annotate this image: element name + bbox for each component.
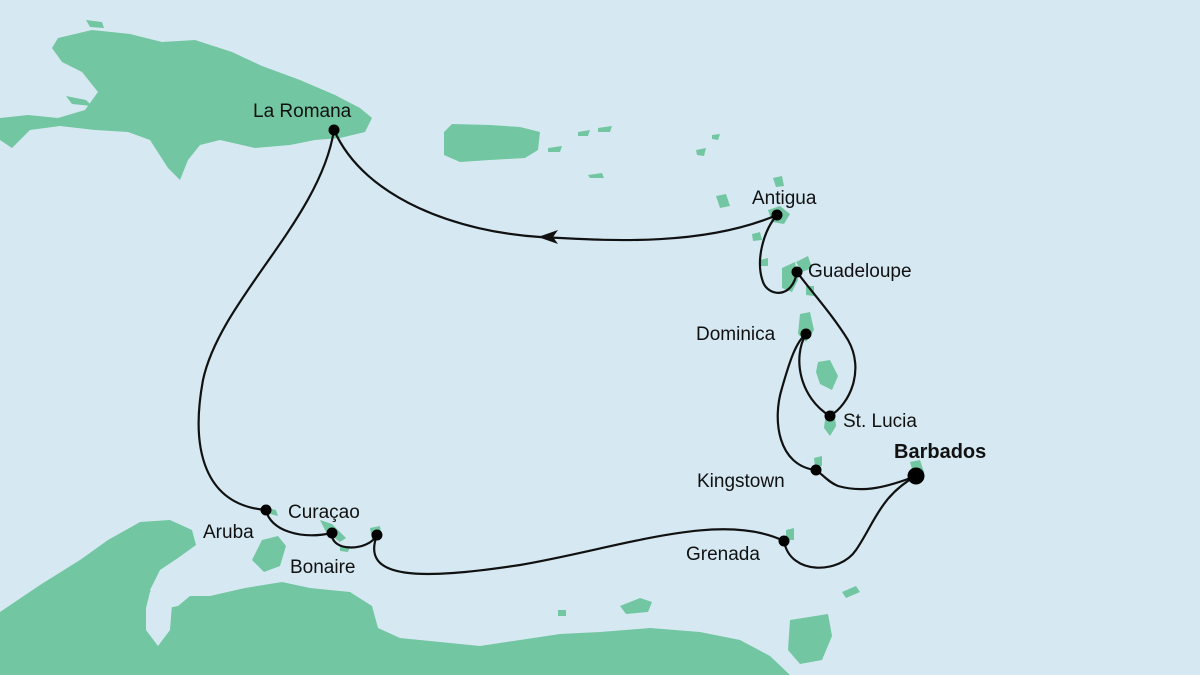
port-dot-curacao[interactable]	[326, 527, 338, 539]
label-antigua: Antigua	[752, 188, 817, 209]
port-dot-la-romana[interactable]	[328, 124, 340, 136]
port-dot-guadeloupe[interactable]	[791, 266, 803, 278]
label-barbados: Barbados	[894, 441, 986, 463]
arrowhead-icon	[538, 230, 558, 244]
port-dot-barbados[interactable]	[907, 467, 925, 485]
cruise-route	[197, 128, 918, 575]
port-dot-grenada[interactable]	[778, 535, 790, 547]
trinidad	[788, 614, 832, 664]
label-dominica: Dominica	[696, 324, 776, 345]
port-dot-kingstown[interactable]	[810, 464, 822, 476]
route-dominica-stlucia	[798, 332, 832, 418]
route-kingstown-dominica	[776, 332, 818, 472]
label-curacao: Curaçao	[288, 502, 360, 523]
label-guadeloupe: Guadeloupe	[808, 261, 912, 282]
port-markers	[260, 124, 925, 547]
puerto-rico	[444, 124, 540, 162]
label-aruba: Aruba	[203, 522, 254, 543]
label-kingstown: Kingstown	[697, 471, 785, 492]
port-dot-antigua[interactable]	[771, 209, 783, 221]
port-dot-st-lucia[interactable]	[824, 410, 836, 422]
label-la-romana: La Romana	[253, 101, 352, 122]
route-grenada-barbados	[782, 474, 918, 569]
label-bonaire: Bonaire	[290, 557, 356, 578]
landmasses	[0, 20, 924, 675]
south-america	[0, 520, 790, 675]
route-guadeloupe-antigua	[758, 213, 799, 294]
martinique-island	[816, 360, 838, 390]
route-barbados-kingstown	[814, 468, 918, 491]
label-st-lucia: St. Lucia	[843, 411, 917, 432]
label-grenada: Grenada	[686, 544, 760, 565]
route-bonaire-grenada	[373, 528, 786, 575]
port-labels: La Romana Antigua Guadeloupe Dominica St…	[203, 101, 986, 578]
port-dot-dominica[interactable]	[800, 328, 812, 340]
route-antigua-laromana	[538, 213, 779, 242]
port-dot-aruba[interactable]	[260, 504, 272, 516]
route-laromana-aruba	[197, 128, 336, 512]
port-dot-bonaire[interactable]	[371, 529, 383, 541]
route-stlucia-guadeloupe	[795, 270, 857, 418]
route-antigua-laromana-2	[332, 128, 542, 239]
route-aruba-curacao	[264, 508, 334, 537]
hispaniola	[0, 30, 372, 180]
